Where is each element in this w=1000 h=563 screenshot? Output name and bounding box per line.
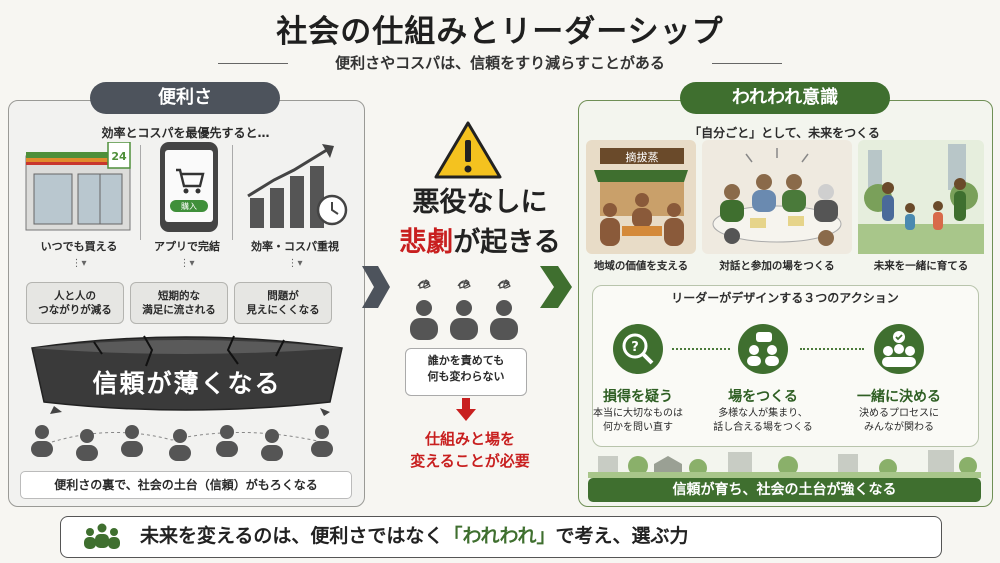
cracked-foundation-rock (31, 335, 343, 416)
caption-dialogue-place: 対話と参加の場をつくる (719, 260, 835, 272)
leader-actions-title: リーダーがデザインする３つのアクション (671, 291, 899, 305)
convenience-conclusion: 便利さの裏で、社会の土台（信頼）がもろくなる (20, 471, 352, 499)
subtitle-rule-right (712, 63, 782, 64)
dialogue-table-illustration (702, 140, 852, 254)
people-row-disconnected (31, 425, 333, 461)
group-people-icon (84, 523, 120, 549)
down-arrow-icon: ⋮▾ (71, 258, 87, 269)
down-arrow-icon: ⋮▾ (179, 258, 195, 269)
tragedy-occurs-text: 悲劇が起きる (380, 220, 580, 259)
tragedy-word: 悲劇 (399, 227, 454, 258)
footer-text-after: で考え、選ぶ力 (555, 525, 689, 547)
store-sign-number: 24 (111, 150, 127, 163)
shop-sign: 摘拔蒸 (626, 150, 659, 164)
caption-efficiency: 効率・コスパ重視 (251, 240, 339, 253)
convenience-store-illustration: 24 (25, 142, 131, 231)
trust-grows-banner: 信頼が育ち、社会の土台が強くなる (588, 478, 981, 502)
action-question-gains-title: 損得を疑う (603, 389, 673, 405)
footer-message: 未来を変えるのは、便利さではなく「われわれ」で考え、選ぶ力 (140, 516, 920, 556)
convenience-pill: 便利さ (90, 82, 280, 114)
action-decide-together-title: 一緒に決める (857, 389, 941, 405)
confused-people-illustration (410, 279, 518, 340)
caption-support-local: 地域の価値を支える (593, 260, 689, 272)
footer-text-before: 未来を変えるのは、便利さではなく (140, 525, 444, 547)
warning-icon (434, 121, 502, 179)
group-check-icon (874, 324, 924, 374)
effect-problems-hidden: 問題が 見えにくくなる (234, 282, 332, 324)
footer-highlight-we: 「われわれ」 (443, 525, 556, 547)
action-create-place-title: 場をつくる (728, 389, 798, 405)
effect-short-term-satisfaction: 短期的な 満足に流される (130, 282, 228, 324)
smartphone-illustration: 購入 (160, 142, 218, 232)
convenience-heading: 効率とコスパを最優先すると… (101, 126, 270, 140)
arrow-right-icon (362, 266, 390, 308)
action-question-gains-desc: 本当に大切なものは 何かを問い直す (593, 408, 683, 433)
effect-fewer-connections: 人と人の つながりが減る (26, 282, 124, 324)
trust-thinning-text: 信頼が薄くなる (92, 369, 282, 398)
buy-button-label: 購入 (181, 201, 197, 211)
we-consciousness-pill: われわれ意識 (680, 82, 890, 114)
occurs-word: が起きる (453, 227, 561, 258)
blame-box: 誰かを責めても 何も変わらない (405, 348, 527, 396)
action-connector (672, 348, 730, 350)
svg-text:?: ? (631, 340, 639, 355)
action-decide-together-desc: 決めるプロセスに みんなが関わる (859, 408, 939, 433)
conversation-icon (738, 324, 788, 374)
action-connector (800, 348, 864, 350)
park-family-illustration (858, 140, 984, 254)
efficiency-growth-illustration (247, 144, 348, 228)
we-consciousness-heading: 「自分ごと」として、未来をつくる (689, 126, 880, 140)
footer-banner (60, 516, 942, 558)
local-shop-illustration: 摘拔蒸 (586, 140, 696, 254)
divider (140, 145, 141, 240)
divider (232, 145, 233, 240)
shopping-cart-icon (176, 168, 205, 194)
caption-always-buy: いつでも買える (40, 240, 118, 253)
action-create-place-desc: 多様な人が集まり、 話し合える場をつくる (713, 408, 813, 433)
change-system-text: 仕組みと場を 変えることが必要 (410, 430, 530, 470)
arrow-right-icon (540, 266, 572, 308)
caption-grow-future: 未来を一緒に育てる (873, 260, 969, 272)
down-arrow-icon (456, 398, 476, 421)
question-magnifier-icon: ? (613, 324, 663, 374)
clock-icon (316, 194, 348, 226)
townscape-illustration (588, 450, 981, 478)
no-villain-text: 悪役なしに (412, 187, 548, 218)
down-arrow-icon: ⋮▾ (287, 258, 303, 269)
page-title: 社会の仕組みとリーダーシップ (276, 14, 724, 50)
subtitle-rule-left (218, 63, 288, 64)
page-subtitle: 便利さやコスパは、信頼をすり減らすことがある (335, 54, 665, 72)
caption-app-complete: アプリで完結 (154, 240, 220, 253)
